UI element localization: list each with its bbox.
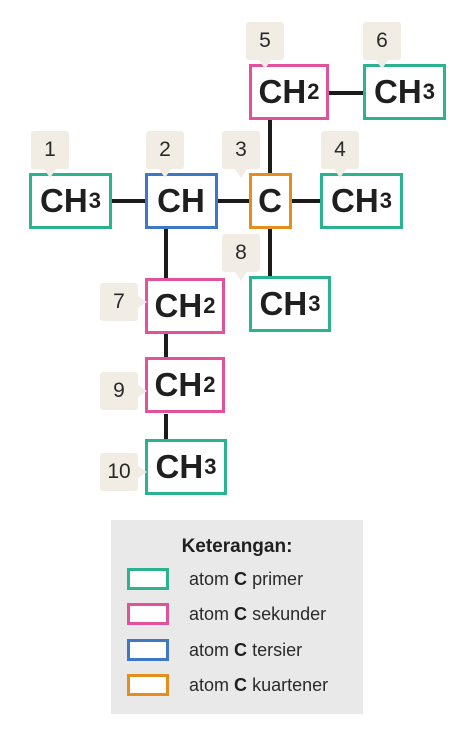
bond-9-10 (164, 414, 168, 439)
legend-label-atom: C (234, 674, 248, 695)
atom-number-4: 4 (321, 131, 359, 178)
atom-label: CH (40, 182, 88, 219)
legend-box: Keterangan: atom C primer atom C sekunde… (111, 520, 363, 714)
atom-label: CH (374, 73, 422, 110)
legend-label-prefix: atom (189, 603, 230, 624)
legend-item-sekunder: atom C sekunder (127, 601, 326, 627)
atom-number-2: 2 (146, 131, 184, 178)
legend-label-suffix: tersier (252, 639, 303, 660)
atom-number-10: 10 (100, 453, 147, 491)
legend-swatch (127, 674, 169, 696)
bond-7-9 (164, 334, 168, 357)
atom-label: CH (155, 448, 204, 485)
atom-2: CH (145, 173, 218, 229)
atom-number-6: 6 (363, 22, 401, 69)
bond-2-3 (218, 199, 249, 203)
legend-item-primer: atom C primer (127, 566, 303, 592)
legend-label-atom: C (234, 603, 248, 624)
legend-item-tersier: atom C tersier (127, 637, 302, 663)
atom-number-1: 1 (31, 131, 69, 178)
legend-swatch (127, 568, 169, 590)
atom-number-7: 7 (100, 283, 147, 321)
atom-number-5: 5 (246, 22, 284, 69)
legend-swatch (127, 603, 169, 625)
legend-title: Keterangan: (181, 536, 293, 557)
legend-swatch (127, 639, 169, 661)
atom-label: CH (258, 73, 307, 110)
atom-label: CH (157, 182, 205, 219)
bond-3-8 (268, 229, 272, 276)
legend-label-suffix: sekunder (252, 603, 327, 624)
legend-label-atom: C (234, 639, 248, 660)
bond-5-6 (329, 91, 363, 95)
legend-label-atom: C (234, 568, 248, 589)
legend-label-prefix: atom (189, 568, 230, 589)
atom-label: CH (259, 285, 308, 322)
atom-number-8: 8 (222, 234, 260, 281)
atom-label: CH (154, 287, 203, 324)
atom-label: CH (331, 182, 379, 219)
bond-1-2 (112, 199, 145, 203)
legend-label-prefix: atom (189, 639, 230, 660)
legend-label: atom C kuartener (189, 675, 328, 696)
bond-2-7 (164, 229, 168, 282)
legend-label: atom C tersier (189, 640, 302, 661)
legend-item-kuartener: atom C kuartener (127, 672, 328, 698)
atom-3: C (249, 173, 292, 229)
legend-label: atom C sekunder (189, 604, 326, 625)
legend-label-prefix: atom (189, 674, 230, 695)
bond-3-5 (268, 120, 272, 173)
atom-number-3: 3 (222, 131, 260, 178)
atom-label: C (258, 182, 282, 219)
atom-label: CH (154, 366, 203, 403)
bond-3-4 (292, 199, 320, 203)
legend-label: atom C primer (189, 569, 303, 590)
legend-label-suffix: primer (252, 568, 304, 589)
legend-label-suffix: kuartener (252, 674, 329, 695)
atom-number-9: 9 (100, 372, 147, 410)
